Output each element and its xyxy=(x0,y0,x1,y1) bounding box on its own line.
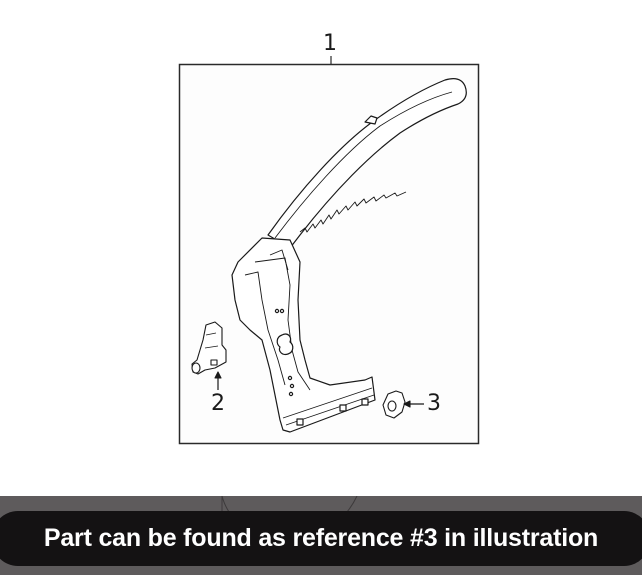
part-2-clip[interactable] xyxy=(191,321,227,390)
callout-2-label: 2 xyxy=(211,391,225,416)
illustration-frame xyxy=(178,63,480,445)
part-3-nut[interactable] xyxy=(382,390,424,419)
reference-banner-text: Part can be found as reference #3 in ill… xyxy=(43,524,599,552)
callout-1-label: 1 xyxy=(323,31,337,56)
callout-3-label: 3 xyxy=(427,391,441,416)
reference-banner: Part can be found as reference #3 in ill… xyxy=(0,511,642,566)
part-1-pillar[interactable] xyxy=(231,78,467,433)
